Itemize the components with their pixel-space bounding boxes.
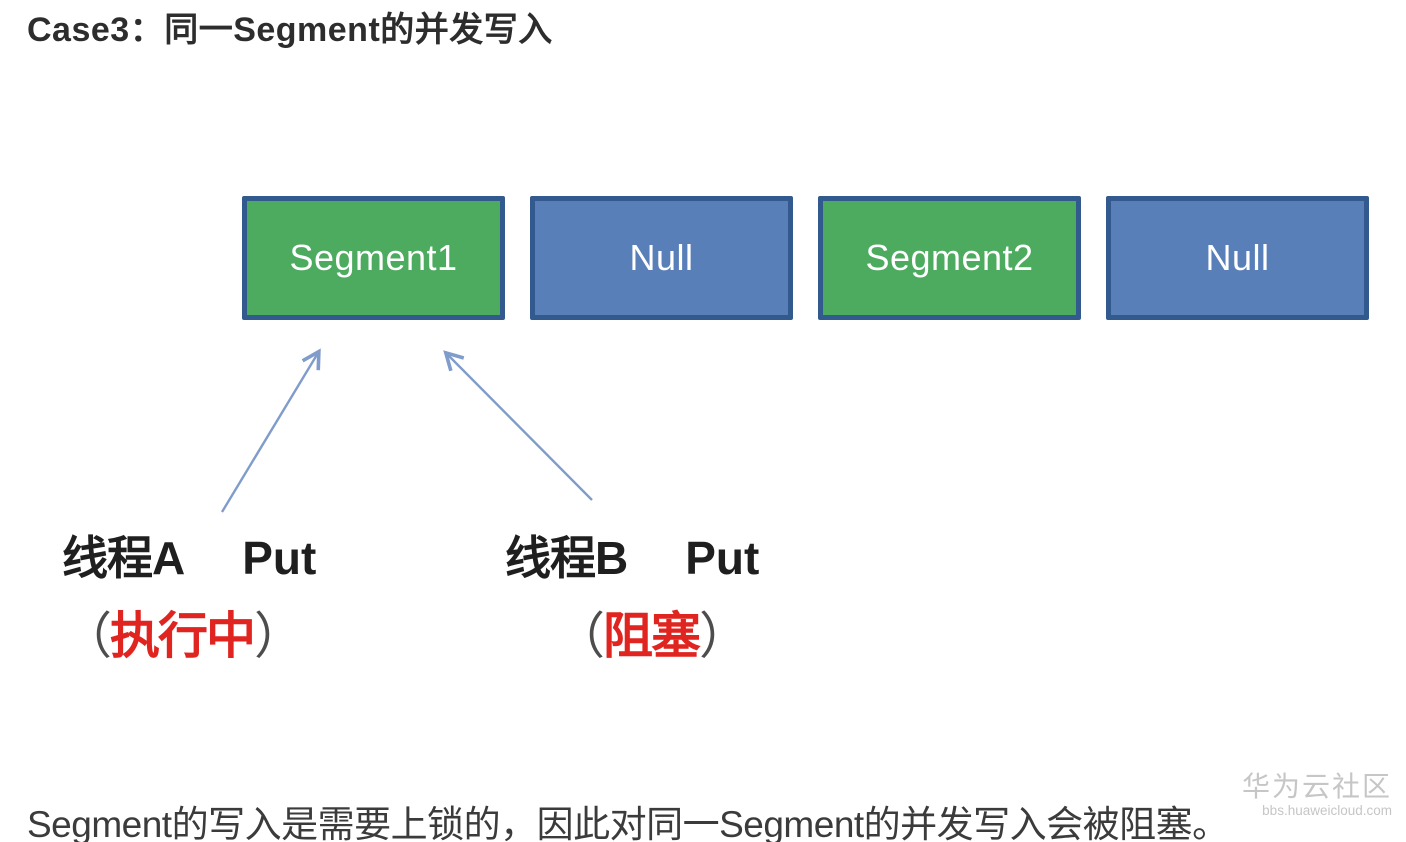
watermark-url: bbs.huaweicloud.com (1262, 802, 1392, 818)
thread-b-label: 线程B Put （阻塞） (505, 522, 759, 668)
segment-array: Segment1 Null Segment2 Null (242, 196, 1369, 320)
watermark-title: 华为云社区 (1241, 771, 1392, 802)
close-paren: ） (254, 608, 304, 664)
null-box-1: Null (530, 196, 793, 320)
thread-a-action: Put (242, 532, 317, 584)
thread-a-arrow (220, 348, 321, 513)
thread-b-name: 线程B (505, 532, 628, 584)
footer-text: Segment的写入是需要上锁的，因此对同一Segment的并发写入会被阻塞。 (27, 804, 1229, 842)
thread-a-label: 线程A Put （执行中） (62, 522, 316, 668)
thread-b-status-line: （阻塞） (505, 596, 759, 668)
open-paren: （ (62, 608, 112, 664)
thread-a-status-line: （执行中） (62, 596, 316, 668)
thread-a-line1: 线程A Put (62, 522, 316, 588)
page-title: Case3：同一Segment的并发写入 (27, 11, 553, 49)
segment1-box: Segment1 (242, 196, 505, 320)
open-paren: （ (555, 608, 605, 664)
close-paren: ） (699, 608, 749, 664)
segment2-label: Segment2 (865, 237, 1034, 278)
watermark: 华为云社区 bbs.huaweicloud.com (1235, 771, 1392, 819)
segment1-label: Segment1 (289, 237, 458, 278)
thread-b-status: 阻塞 (603, 608, 701, 664)
null-box-2: Null (1106, 196, 1369, 320)
thread-a-status: 执行中 (110, 608, 256, 664)
thread-a-name: 线程A (62, 532, 185, 584)
thread-b-arrow (443, 350, 593, 501)
null-box-1-label: Null (629, 237, 694, 278)
thread-b-action: Put (685, 532, 760, 584)
thread-b-line1: 线程B Put (505, 522, 759, 588)
segment2-box: Segment2 (818, 196, 1081, 320)
null-box-2-label: Null (1205, 237, 1270, 278)
